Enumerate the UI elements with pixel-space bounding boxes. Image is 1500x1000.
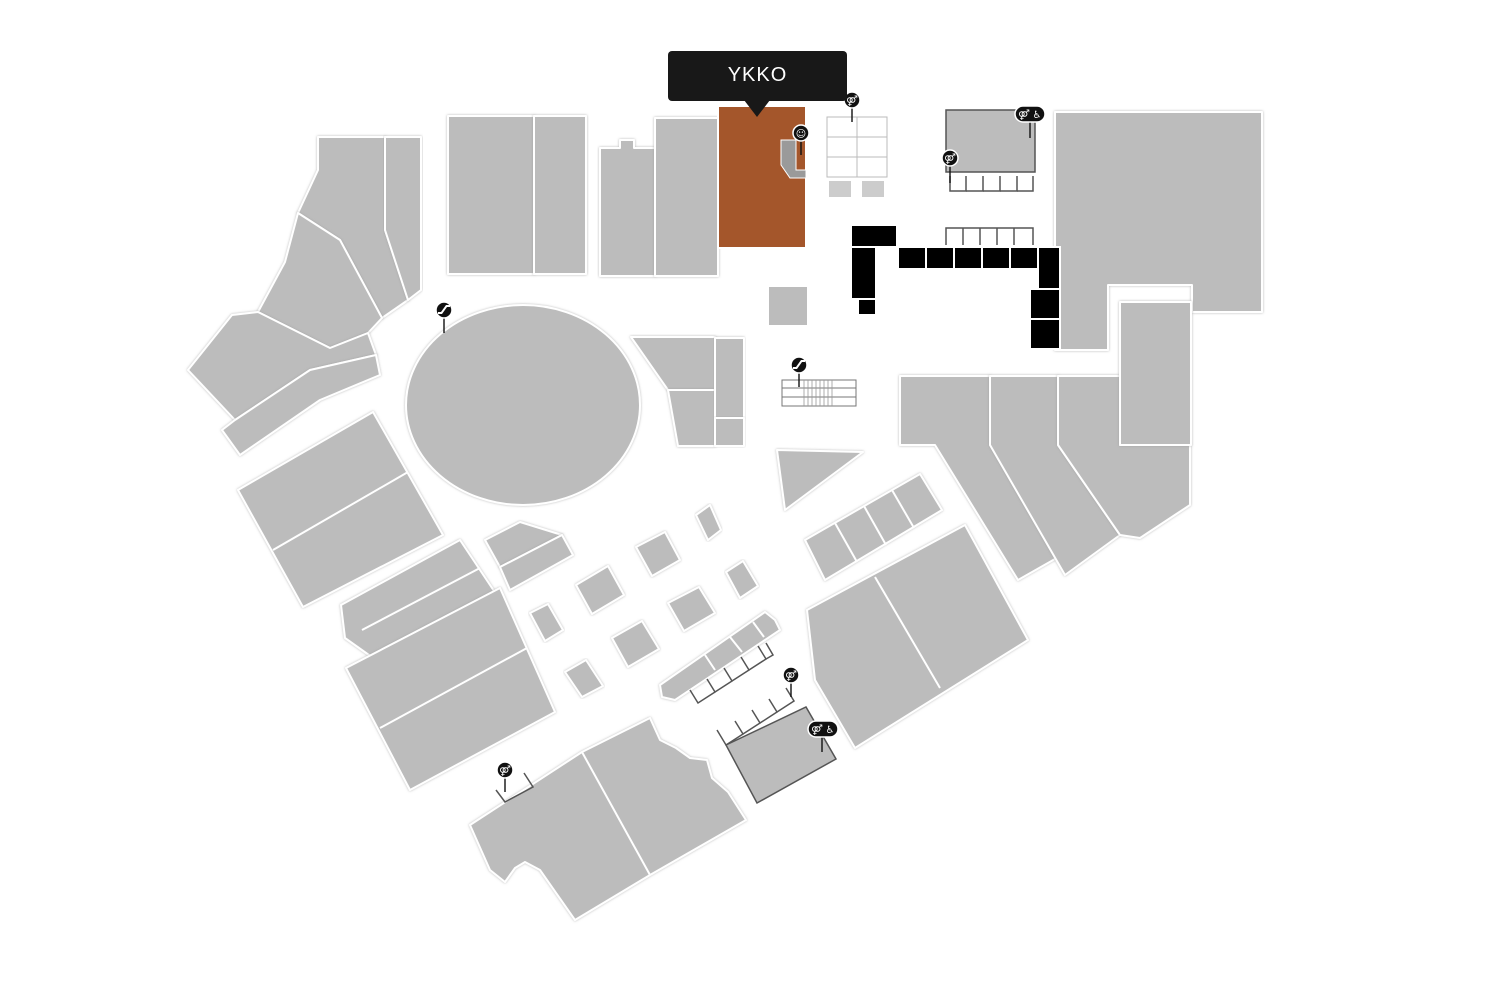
kiosk[interactable] <box>635 531 681 577</box>
store-unit[interactable] <box>469 717 747 921</box>
store-unit[interactable] <box>447 115 535 275</box>
restroom-accessible-icon: ⚤ <box>1018 109 1030 121</box>
central-atrium <box>405 304 641 506</box>
restroom-pin[interactable]: ⚤ <box>496 761 514 792</box>
kiosk[interactable] <box>725 560 759 599</box>
restroom-icon: ⚤ <box>944 153 956 165</box>
store-unit[interactable] <box>667 389 716 447</box>
restroom-block-top <box>826 116 888 197</box>
kiosk[interactable] <box>499 534 574 591</box>
service-corridor <box>850 224 1061 350</box>
svg-text:♿: ♿ <box>826 725 835 736</box>
kiosk[interactable] <box>695 504 722 541</box>
bottom-units <box>469 717 747 921</box>
escalator-icon <box>793 360 805 369</box>
store-unit[interactable] <box>630 336 716 391</box>
left-wing-units <box>187 136 556 791</box>
restroom-icon: ⚤ <box>499 765 511 777</box>
store-unit[interactable] <box>776 449 864 511</box>
kiosk[interactable] <box>529 603 564 642</box>
escalator-center <box>781 379 857 407</box>
restroom-pin[interactable]: ⚤ <box>941 149 959 183</box>
store-unit[interactable] <box>714 417 745 447</box>
baby-care-icon: ☺ <box>796 129 806 140</box>
restroom-accessible-pin[interactable]: ⚤ ♿ <box>1014 105 1046 138</box>
store-unit[interactable] <box>1119 301 1192 446</box>
store-unit[interactable] <box>221 354 381 456</box>
store-unit[interactable] <box>806 524 1029 749</box>
right-wing-units <box>804 301 1192 749</box>
center-units <box>630 336 864 511</box>
svg-text:♿: ♿ <box>1033 110 1042 121</box>
store-unit[interactable] <box>384 136 422 301</box>
restroom-icon: ⚤ <box>785 670 797 682</box>
store-unit[interactable] <box>714 337 745 419</box>
restroom-accessible-icon: ⚤ <box>811 724 823 736</box>
kiosk-units <box>484 504 781 701</box>
kiosk[interactable] <box>611 620 660 668</box>
kiosk[interactable] <box>564 659 604 698</box>
store-unit[interactable] <box>533 115 587 275</box>
store-unit[interactable] <box>767 285 809 327</box>
kiosk[interactable] <box>667 586 716 632</box>
restroom-pin[interactable]: ⚤ <box>782 666 800 697</box>
restroom-accessible-pin[interactable]: ⚤ ♿ <box>807 720 839 752</box>
store-unit[interactable] <box>237 411 444 608</box>
baby-care-pin[interactable]: ☺ <box>792 124 810 155</box>
restroom-icon: ⚤ <box>846 95 858 107</box>
kiosk-row[interactable] <box>659 611 781 701</box>
escalator-pin[interactable] <box>435 301 453 333</box>
escalator-icon <box>438 305 450 314</box>
store-unit[interactable] <box>654 117 719 277</box>
top-row-units <box>447 105 809 327</box>
store-unit[interactable] <box>599 139 656 277</box>
store-unit[interactable] <box>804 473 943 581</box>
kiosk[interactable] <box>575 565 625 615</box>
selected-store-name: YKKO <box>727 64 788 86</box>
anchor-store[interactable] <box>1054 111 1263 351</box>
escalator-pin[interactable] <box>790 356 808 387</box>
store-annex <box>780 139 807 179</box>
store-callout[interactable]: YKKO <box>668 51 847 117</box>
